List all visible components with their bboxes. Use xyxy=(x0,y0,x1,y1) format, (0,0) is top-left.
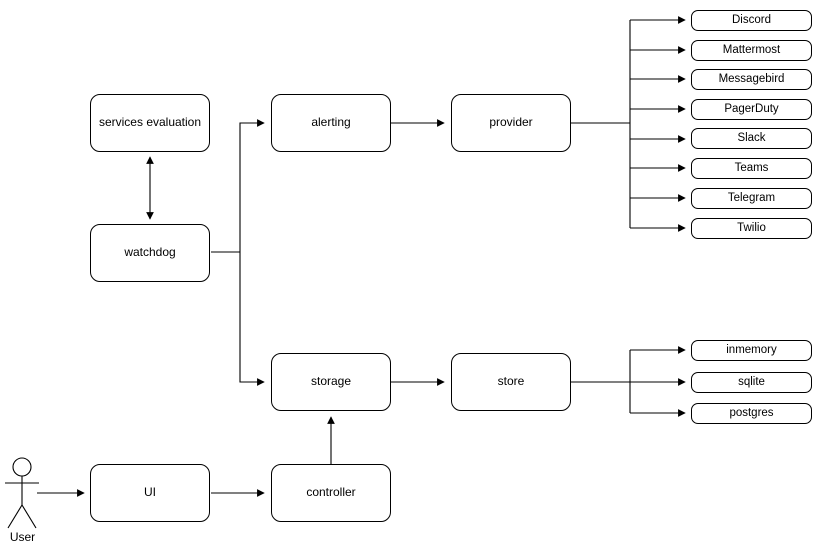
node-inmemory[interactable]: inmemory xyxy=(691,340,812,361)
node-watchdog[interactable]: watchdog xyxy=(90,224,210,282)
node-label: alerting xyxy=(311,115,351,130)
node-label: storage xyxy=(310,374,352,389)
node-alerting[interactable]: alerting xyxy=(271,94,391,152)
node-label: controller xyxy=(306,485,356,500)
node-telegram[interactable]: Telegram xyxy=(691,188,812,209)
node-label: Mattermost xyxy=(722,43,781,56)
edge-trunk-storage xyxy=(239,252,265,386)
node-label: Teams xyxy=(734,161,769,174)
node-discord[interactable]: Discord xyxy=(691,10,812,31)
node-label: provider xyxy=(489,115,533,130)
node-messagebird[interactable]: Messagebird xyxy=(691,69,812,90)
node-label: Twilio xyxy=(737,221,766,234)
node-label: services evaluation xyxy=(98,115,202,130)
node-sqlite[interactable]: sqlite xyxy=(691,372,812,393)
node-label: sqlite xyxy=(738,375,765,388)
node-mattermost[interactable]: Mattermost xyxy=(691,40,812,61)
node-label: inmemory xyxy=(726,343,777,356)
node-label: store xyxy=(497,374,525,389)
node-teams[interactable]: Teams xyxy=(691,158,812,179)
node-pagerduty[interactable]: PagerDuty xyxy=(691,99,812,120)
user-stick-figure xyxy=(5,457,39,529)
node-label: Slack xyxy=(737,131,766,144)
edge-trunk-alerting xyxy=(239,119,265,252)
node-controller[interactable]: controller xyxy=(271,464,391,522)
node-label: Messagebird xyxy=(718,72,785,85)
node-ui[interactable]: UI xyxy=(90,464,210,522)
node-postgres[interactable]: postgres xyxy=(691,403,812,424)
node-label: Discord xyxy=(732,13,771,26)
user-actor-label: User xyxy=(9,530,36,544)
node-label: Telegram xyxy=(727,191,776,204)
node-label: PagerDuty xyxy=(724,102,779,115)
node-store[interactable]: store xyxy=(451,353,571,411)
node-storage[interactable]: storage xyxy=(271,353,391,411)
node-label: watchdog xyxy=(124,245,176,260)
node-label: postgres xyxy=(729,406,774,419)
node-provider[interactable]: provider xyxy=(451,94,571,152)
node-services-evaluation[interactable]: services evaluation xyxy=(90,94,210,152)
node-label: UI xyxy=(144,485,156,500)
node-slack[interactable]: Slack xyxy=(691,128,812,149)
node-twilio[interactable]: Twilio xyxy=(691,218,812,239)
